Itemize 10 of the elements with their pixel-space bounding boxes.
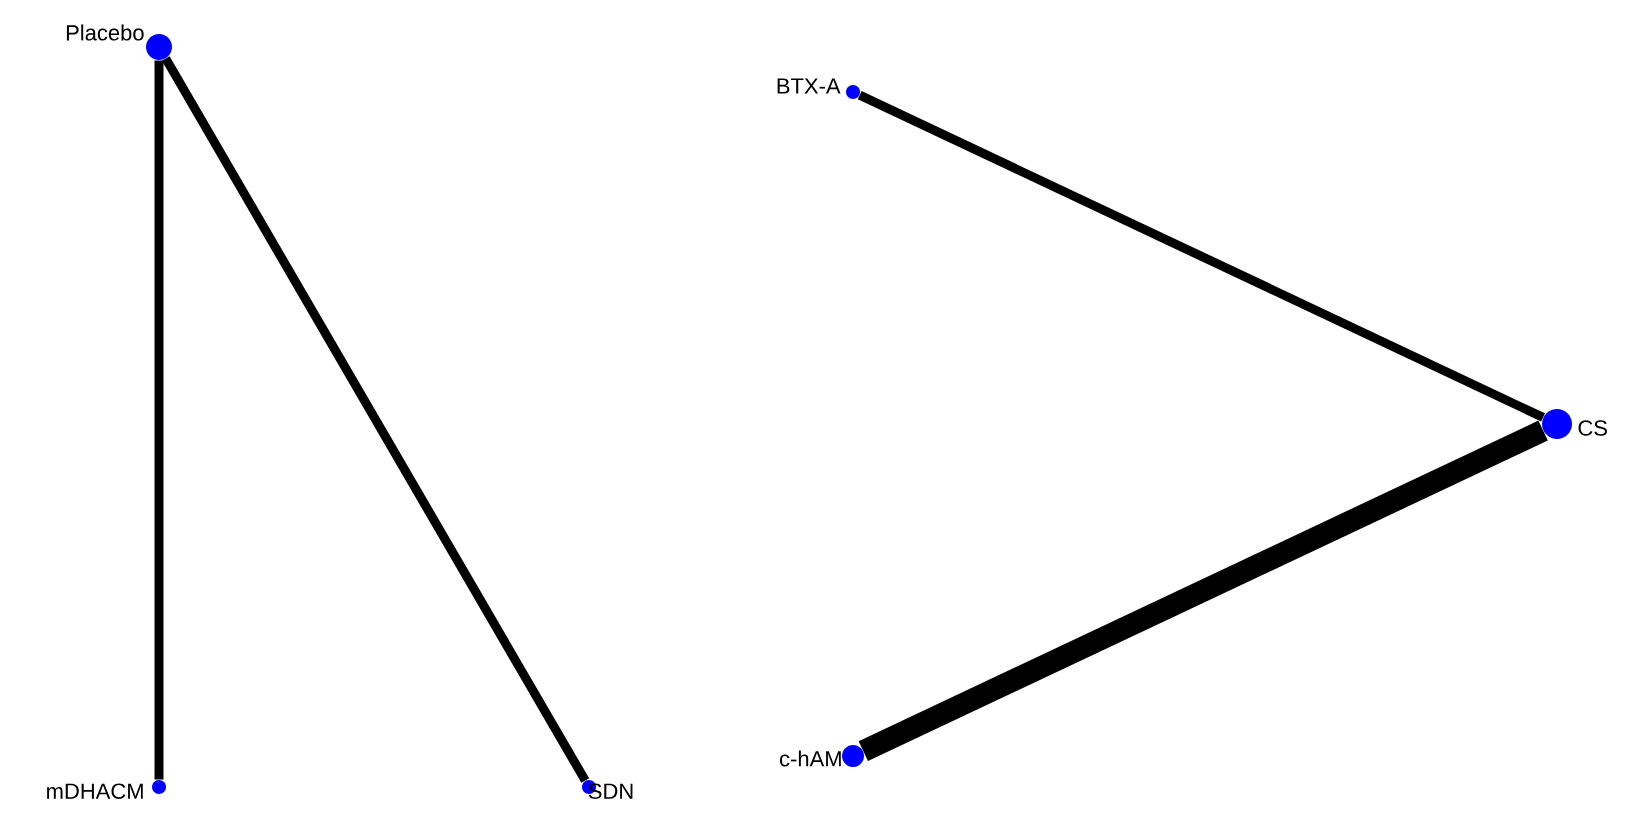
- node-label: mDHACM: [47, 783, 143, 799]
- network-edge: [858, 420, 1548, 762]
- node-label: CS: [1578, 420, 1607, 436]
- network-edge: [161, 56, 590, 783]
- node-label: Placebo: [66, 24, 144, 41]
- node-label: SDN: [588, 783, 633, 799]
- node-label: BTX-A: [777, 78, 841, 94]
- network-edge: [857, 91, 1546, 422]
- network-edge: [154, 60, 164, 780]
- node-label: c-hAM: [780, 750, 841, 767]
